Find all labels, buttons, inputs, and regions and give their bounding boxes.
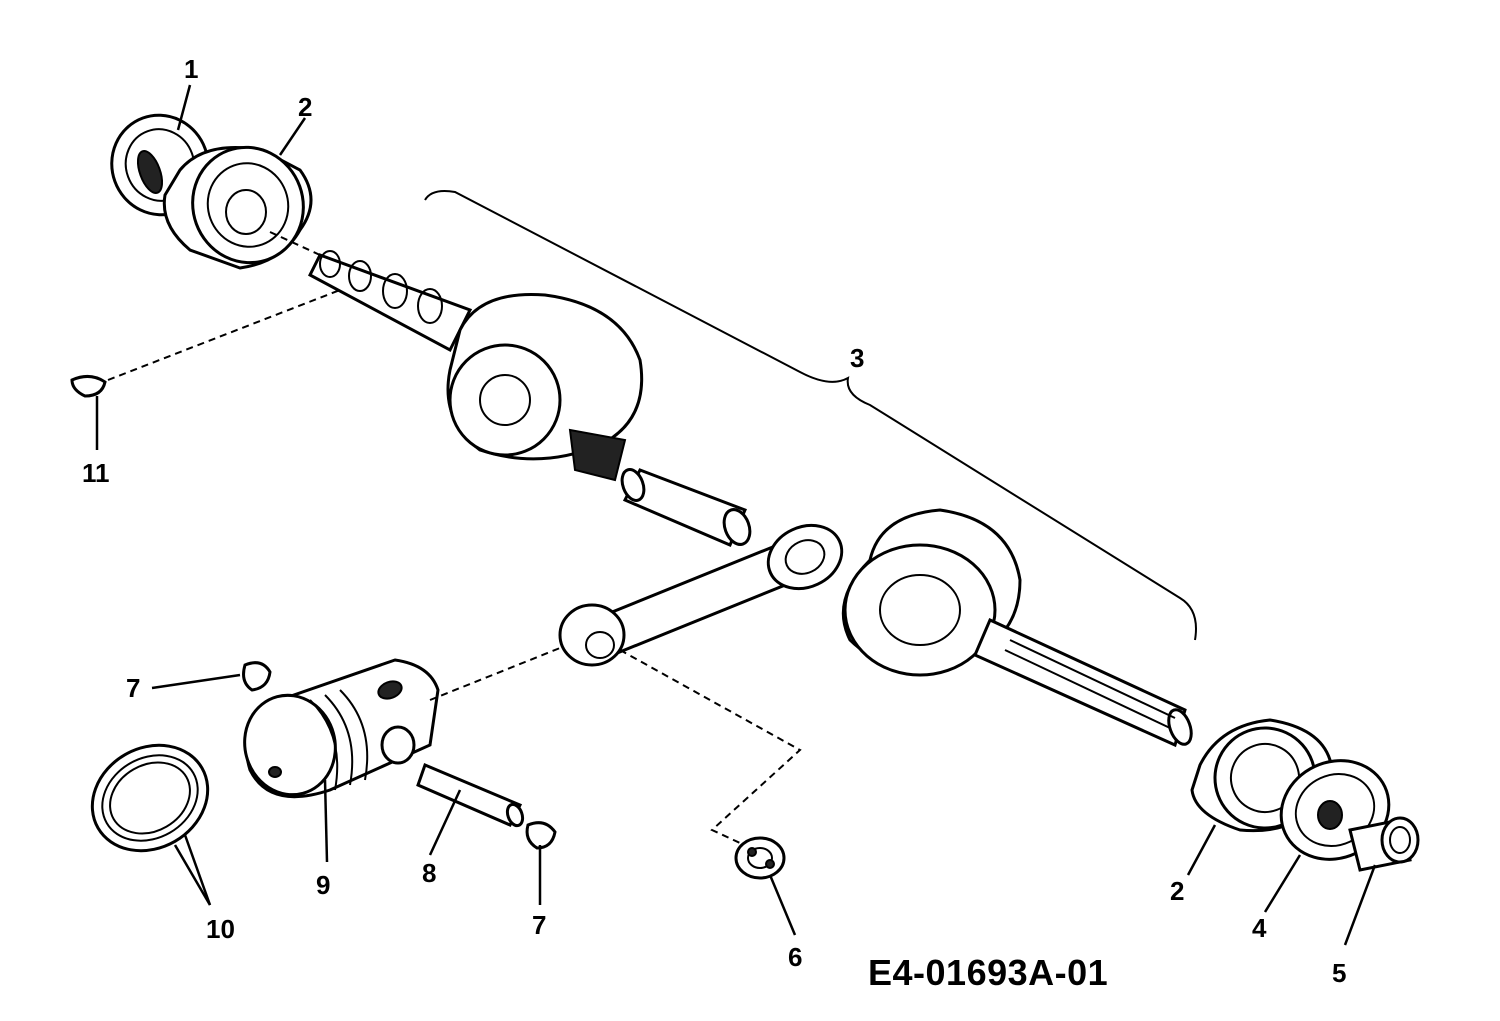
callout-4: 4 [1252,913,1267,943]
part-3-crankshaft-left [308,250,644,482]
part-7-circlip-bottom [525,821,557,850]
part-11-woodruff-key [70,375,107,398]
callout-5: 5 [1332,958,1347,988]
callout-2-right: 2 [1170,876,1185,906]
callout-7-left: 7 [126,673,141,703]
callout-8: 8 [422,858,437,888]
callout-7-bottom: 7 [532,910,547,940]
callout-9: 9 [316,870,331,900]
alignment-lines [107,231,802,844]
callout-10: 10 [206,914,235,944]
callout-3: 3 [850,343,865,373]
part-9-piston [243,658,440,799]
part-3-crankshaft-right [841,508,1193,748]
crank-pin [620,468,752,547]
callout-11: 11 [82,458,110,488]
callout-6: 6 [788,942,803,972]
part-10-piston-rings [90,743,210,853]
part-7-circlip-left [242,661,272,692]
connecting-rod [558,523,844,667]
callout-2-top: 2 [298,92,313,122]
assembly-bracket-3 [424,190,1197,641]
drawing-code: E4-01693A-01 [868,952,1109,993]
part-6-needle-bearing [734,836,786,880]
part-5-sleeve [1348,816,1420,872]
callout-1: 1 [184,54,199,84]
leader-lines [95,84,1377,946]
part-8-piston-pin [416,762,525,828]
